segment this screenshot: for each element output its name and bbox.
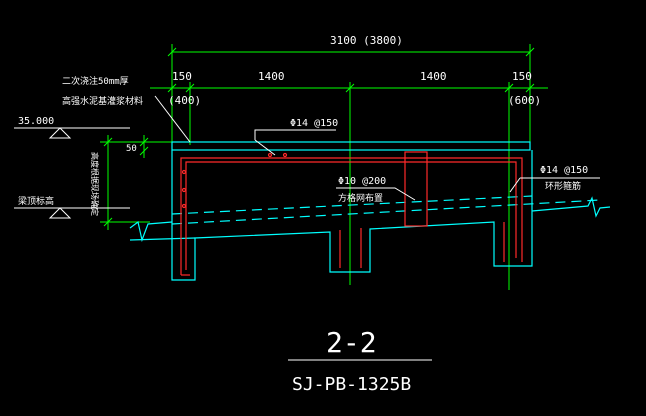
- dashed-beam-line-2: [171, 195, 533, 215]
- ring-rebar-label: Φ14 @150: [540, 165, 588, 176]
- rebar: [180, 152, 523, 276]
- ring-rebar-leader-tail: [509, 177, 521, 193]
- base-note: 梁顶标高: [18, 195, 54, 207]
- tick: [167, 47, 177, 57]
- mid-rebar-leader: [336, 187, 416, 201]
- tick: [103, 137, 113, 147]
- elevation-value: 35.000: [18, 116, 54, 127]
- left-span-dim: 1400: [258, 70, 285, 83]
- tick: [345, 83, 355, 93]
- left-edge-dim: 150: [172, 70, 192, 83]
- slab-body: [171, 150, 533, 281]
- dimension-lines: [100, 44, 548, 290]
- drawing-number: SJ-PB-1325B: [292, 374, 411, 395]
- tick: [139, 146, 149, 156]
- inner-rebar-loop: [185, 161, 517, 270]
- left-vertical-note: 高度根据现场确定: [90, 152, 100, 216]
- section-title: 2-2: [326, 326, 377, 359]
- rebar-dot: [181, 169, 187, 175]
- tick: [103, 217, 113, 227]
- right-alt-dim: (600): [508, 94, 541, 107]
- right-edge-dim: 150: [512, 70, 532, 83]
- top-rebar-loop: [180, 157, 523, 275]
- tick: [525, 83, 535, 93]
- rebar-dot: [181, 203, 187, 209]
- right-span-dim: 1400: [420, 70, 447, 83]
- tick: [139, 137, 149, 147]
- leaders: [14, 95, 600, 361]
- rebar-dot: [267, 152, 273, 158]
- rebar-dot: [282, 152, 288, 158]
- base-marker-icon: [48, 207, 72, 219]
- overall-dim-text: 3100 (3800): [330, 34, 403, 47]
- rebar-dot: [181, 187, 187, 193]
- concrete-outline: [129, 141, 611, 281]
- mid-rebar-note: 方格网布置: [338, 192, 383, 204]
- tick: [525, 47, 535, 57]
- mid-rebar-label: Φ10 @200: [338, 176, 386, 187]
- top-rebar-leader-tail: [254, 139, 276, 156]
- top-rebar-leader: [254, 129, 336, 140]
- topping-thickness: 50: [126, 144, 137, 154]
- topping-note-1: 二次浇注50mm厚: [62, 75, 129, 87]
- inner-post: [404, 151, 428, 227]
- topping-leader: [154, 95, 191, 143]
- tick: [504, 83, 514, 93]
- left-break-line: [129, 220, 173, 243]
- left-alt-dim: (400): [168, 94, 201, 107]
- tick: [185, 83, 195, 93]
- dashed-beam-line: [171, 199, 601, 225]
- topping-note-2: 高强水泥基灌浆材料: [62, 95, 143, 107]
- top-rebar-label: Φ14 @150: [290, 118, 338, 129]
- tick: [167, 83, 177, 93]
- right-break-line: [531, 196, 611, 218]
- ground-line: [129, 237, 196, 241]
- topping-layer: [171, 141, 531, 151]
- elevation-marker-icon: [48, 127, 72, 139]
- ring-rebar-note: 环形箍筋: [545, 180, 581, 192]
